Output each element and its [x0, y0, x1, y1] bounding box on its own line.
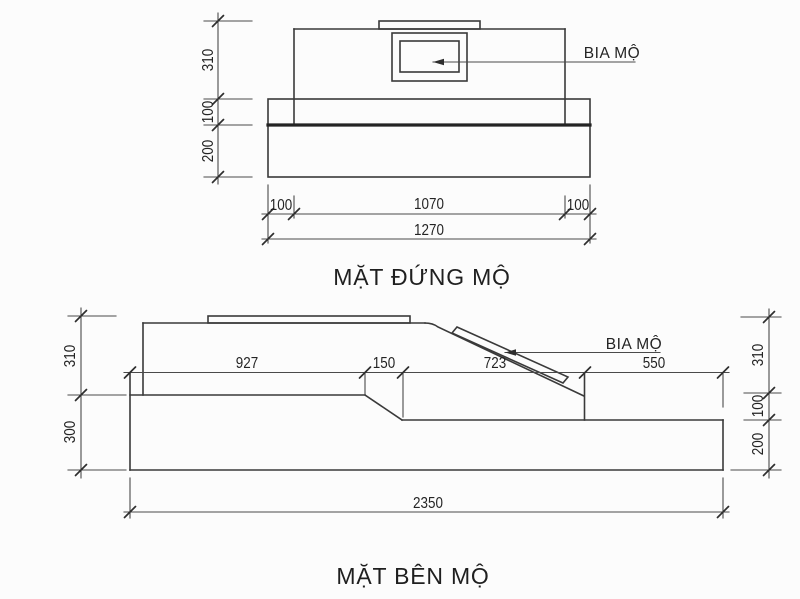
side-view-title: MẶT BÊN MỘ	[336, 562, 489, 589]
side-dim-200-right: 200	[750, 433, 767, 455]
front-view-title: MẶT ĐỨNG MỘ	[333, 263, 511, 290]
front-dim-100-left-col: 100	[200, 101, 217, 123]
side-dim-2350: 2350	[413, 495, 443, 512]
front-dim-1070: 1070	[414, 196, 444, 213]
side-elevation-view: BIA MỘ 310 300 927 150 723 550	[62, 307, 782, 589]
side-dim-310-right: 310	[750, 344, 767, 366]
front-base-plinth	[267, 124, 591, 178]
side-body-slope-edge	[424, 322, 586, 398]
side-dim-723: 723	[484, 355, 506, 372]
side-stele-plank	[450, 326, 570, 384]
side-dim-300-left: 300	[62, 421, 79, 443]
side-step-slope-edge	[363, 393, 404, 422]
front-elevation-view: BIA MỘ 310 100 200 100 1070 100 1270 MẶT…	[200, 12, 640, 290]
side-dim-310-left: 310	[62, 345, 79, 367]
side-stele-label: BIA MỘ	[606, 336, 662, 353]
front-leader-arrowhead-icon	[433, 58, 444, 66]
front-stele-outer-frame	[391, 32, 468, 82]
side-cap-slab	[207, 315, 411, 324]
side-dim-100-right: 100	[750, 395, 767, 417]
side-dim-150: 150	[373, 355, 395, 372]
front-dim-1270: 1270	[414, 222, 444, 239]
front-stele-inner-frame	[399, 40, 460, 73]
front-stele-label: BIA MỘ	[584, 45, 640, 62]
front-dim-200: 200	[200, 140, 217, 162]
side-dim-550: 550	[643, 355, 665, 372]
front-dim-310: 310	[200, 49, 217, 71]
front-dim-100-right: 100	[567, 197, 589, 214]
front-cap-slab	[378, 20, 481, 30]
side-dim-927: 927	[236, 355, 258, 372]
front-dim-100-left: 100	[270, 197, 292, 214]
front-upper-plinth	[267, 98, 591, 126]
